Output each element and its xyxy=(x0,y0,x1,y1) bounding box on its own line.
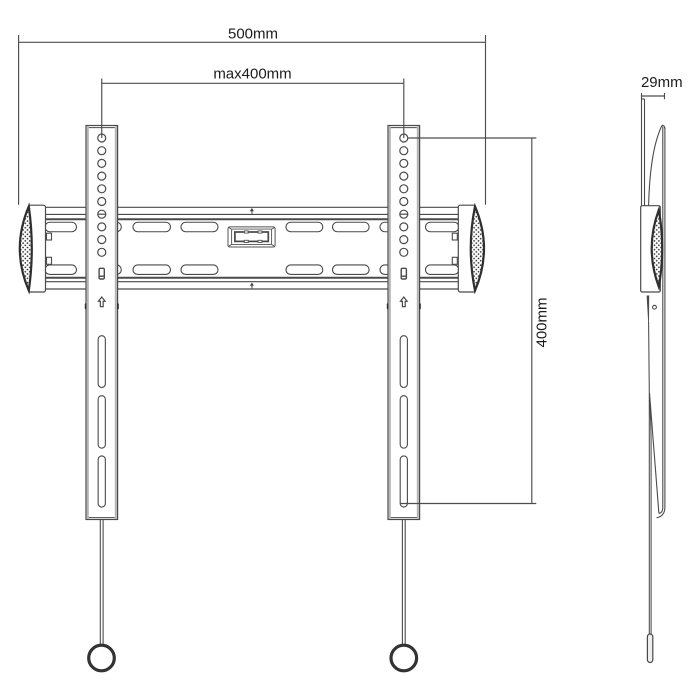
svg-text:400mm: 400mm xyxy=(534,297,551,347)
svg-text:29mm: 29mm xyxy=(641,74,683,91)
svg-text:max400mm: max400mm xyxy=(213,66,291,83)
svg-text:500mm: 500mm xyxy=(228,26,278,43)
